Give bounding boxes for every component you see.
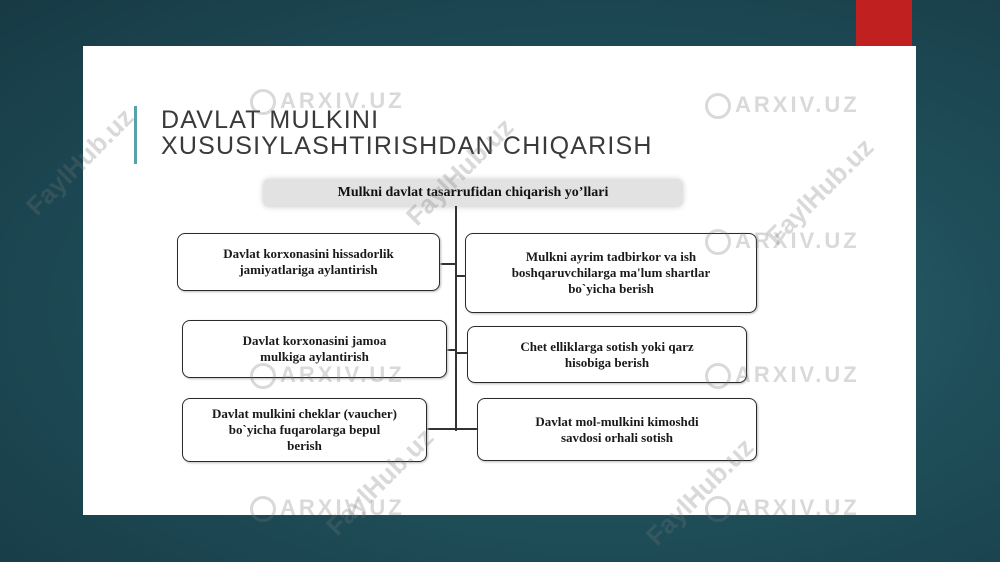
diagram-header: Mulkni davlat tasarrufidan chiqarish yo’… [263,179,683,207]
trunk-line [455,206,457,431]
node-left-1: Davlat korxonasini hissadorlik jamiyatla… [177,233,440,291]
title-accent-bar [134,106,137,164]
node-right-3: Davlat mol-mulkini kimoshdi savdosi orha… [477,398,757,461]
slide-title-line-2: XUSUSIYLASHTIRISHDAN CHIQARISH [161,132,653,160]
slide-title-line-1: DAVLAT MULKINI [161,106,380,134]
node-left-2: Davlat korxonasini jamoa mulkiga aylanti… [182,320,447,378]
connector-right-3 [455,428,477,430]
node-right-1: Mulkni ayrim tadbirkor va ish boshqaruvc… [465,233,757,313]
red-corner-tab [856,0,912,46]
connector-left-2 [447,349,457,351]
slide-canvas: DAVLAT MULKINI XUSUSIYLASHTIRISHDAN CHIQ… [83,46,916,515]
connector-right-2 [455,352,467,354]
slide-title: DAVLAT MULKINI XUSUSIYLASHTIRISHDAN CHIQ… [161,107,861,159]
connector-left-3 [427,428,457,430]
connector-left-1 [440,263,457,265]
node-left-3: Davlat mulkini cheklar (vaucher) bo`yich… [182,398,427,462]
connector-right-1 [455,275,465,277]
node-right-2: Chet elliklarga sotish yoki qarz hisobig… [467,326,747,383]
